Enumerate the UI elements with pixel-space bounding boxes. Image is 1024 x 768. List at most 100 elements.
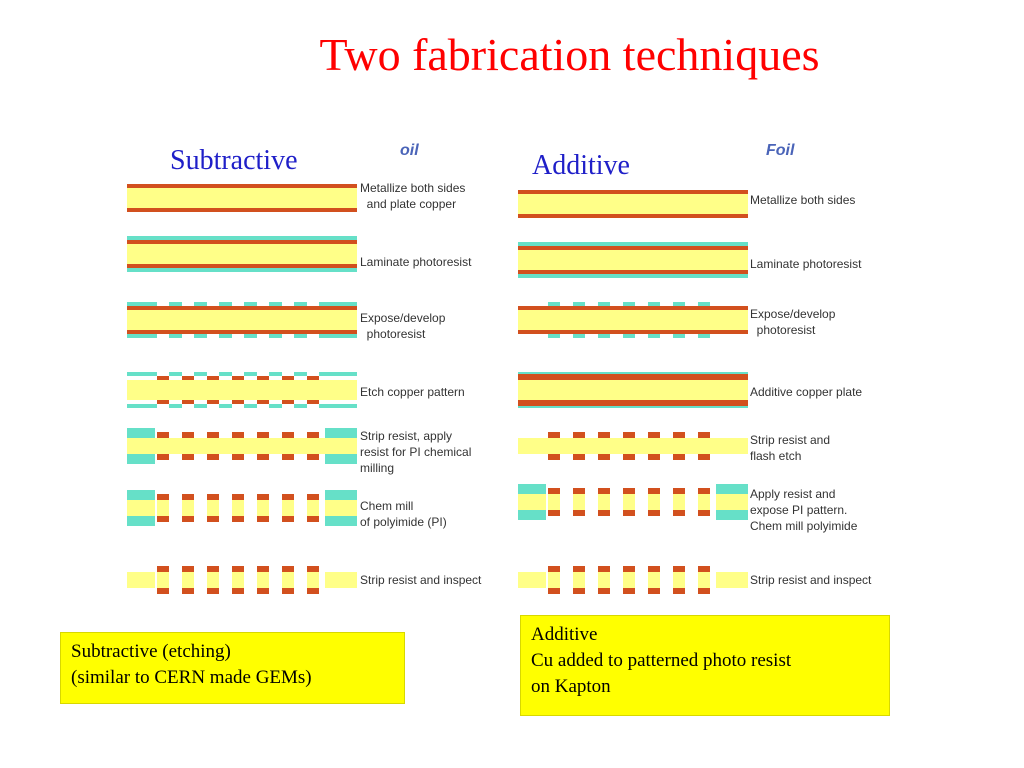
polyimide-core xyxy=(518,250,748,270)
resist-top xyxy=(127,236,357,240)
pi-resist-top xyxy=(127,428,357,438)
copper-top-segment xyxy=(207,376,219,380)
copper-top-segment xyxy=(673,566,685,572)
slide-title: Two fabrication techniques xyxy=(319,29,820,80)
copper-bottom xyxy=(518,214,748,218)
copper-bottom-segment xyxy=(207,454,219,460)
subtractive-foil-header: oil xyxy=(400,142,419,159)
resist-bottom-segment xyxy=(194,404,207,408)
resist-top-segment xyxy=(194,372,207,376)
copper-top xyxy=(127,566,357,572)
polyimide-core-segment xyxy=(257,572,269,588)
resist-top-segment xyxy=(319,302,357,306)
copper-top-segment xyxy=(573,488,585,494)
polyimide-core-segment xyxy=(127,572,155,588)
cross-section-stack xyxy=(518,242,748,278)
copper-top xyxy=(127,376,357,380)
copper-top-segment xyxy=(598,432,610,438)
copper-bottom-segment xyxy=(282,588,294,594)
cross-section-stack xyxy=(127,490,357,526)
resist-top-segment xyxy=(169,372,182,376)
polyimide-core-segment xyxy=(157,572,169,588)
resist-bottom-segment xyxy=(269,334,282,338)
resist-top-segment xyxy=(127,372,157,376)
copper-top-segment xyxy=(307,566,319,572)
resist-top xyxy=(518,242,748,246)
copper-bottom-segment xyxy=(573,454,585,460)
resist-bottom-segment xyxy=(244,334,257,338)
polyimide-core xyxy=(518,494,748,510)
resist-bottom-segment xyxy=(269,404,282,408)
resist-bottom-segment xyxy=(623,334,635,338)
copper-top-segment xyxy=(282,566,294,572)
copper-plate-top xyxy=(518,374,748,380)
step-label: Laminate photoresist xyxy=(750,257,862,271)
polyimide-core-segment xyxy=(673,572,685,588)
resist-bottom xyxy=(127,268,357,272)
copper-bottom-segment xyxy=(257,516,269,522)
copper-bottom-segment xyxy=(182,516,194,522)
resist-top-segment xyxy=(219,302,232,306)
copper-bottom xyxy=(127,208,357,212)
polyimide-core-segment xyxy=(623,572,635,588)
polyimide-core-segment xyxy=(232,500,244,516)
resist-bottom-segment xyxy=(219,334,232,338)
copper-bottom-segment xyxy=(157,400,169,404)
copper-top-segment xyxy=(282,376,294,380)
polyimide-core xyxy=(518,380,748,400)
copper-bottom-segment xyxy=(282,516,294,522)
copper-bottom-segment xyxy=(673,454,685,460)
copper-top-segment xyxy=(598,488,610,494)
polyimide-core-segment xyxy=(207,500,219,516)
resist-top-segment xyxy=(269,372,282,376)
step-label: Expose/develop photoresist xyxy=(360,311,446,341)
resist-top-segment xyxy=(169,302,182,306)
step-label: Metallize both sides and plate copper xyxy=(360,181,466,211)
copper-top-segment xyxy=(232,566,244,572)
resist-bottom-segment xyxy=(169,404,182,408)
subtractive-heading: Subtractive xyxy=(164,143,304,179)
copper-top-segment xyxy=(673,488,685,494)
cross-section-stack xyxy=(127,428,357,464)
polyimide-core xyxy=(518,438,748,454)
copper-bottom-segment xyxy=(257,454,269,460)
resist-top-segment xyxy=(319,372,357,376)
pi-resist-bottom-segment xyxy=(127,516,155,526)
copper-top-segment xyxy=(182,494,194,500)
additive-foil-header: Foil xyxy=(766,142,795,159)
copper-top-segment xyxy=(232,432,244,438)
copper-top-segment xyxy=(648,432,660,438)
copper-top-segment xyxy=(648,566,660,572)
subtractive-note: Subtractive (etching) (similar to CERN m… xyxy=(60,632,405,704)
resist-bottom-segment xyxy=(127,334,157,338)
copper-top-segment xyxy=(157,494,169,500)
resist-bottom-segment xyxy=(598,334,610,338)
copper-top-segment xyxy=(548,432,560,438)
copper-bottom-segment xyxy=(207,516,219,522)
resist-bottom-segment xyxy=(573,334,585,338)
cross-section-stack xyxy=(518,428,748,464)
copper-bottom-segment xyxy=(573,588,585,594)
copper-bottom-segment xyxy=(157,588,169,594)
copper-bottom-segment xyxy=(182,400,194,404)
copper-top-segment xyxy=(698,566,710,572)
copper-top xyxy=(518,488,748,494)
polyimide-core-segment xyxy=(325,500,357,516)
copper-bottom-segment xyxy=(623,454,635,460)
cross-section-stack xyxy=(127,372,357,408)
copper-top-segment xyxy=(282,432,294,438)
polyimide-core-segment xyxy=(257,500,269,516)
polyimide-core-segment xyxy=(232,572,244,588)
copper-top-segment xyxy=(648,488,660,494)
polyimide-core-segment xyxy=(698,572,710,588)
polyimide-core-segment xyxy=(518,572,546,588)
cross-section-stack xyxy=(127,562,357,598)
copper-top-segment xyxy=(698,488,710,494)
resist-bottom xyxy=(518,274,748,278)
copper-top-segment xyxy=(598,566,610,572)
resist-bottom-segment xyxy=(698,334,710,338)
polyimide-core-segment xyxy=(573,494,585,510)
copper-bottom-segment xyxy=(623,510,635,516)
resist-bottom-segment xyxy=(319,334,357,338)
pi-resist-bottom-segment xyxy=(127,454,155,464)
